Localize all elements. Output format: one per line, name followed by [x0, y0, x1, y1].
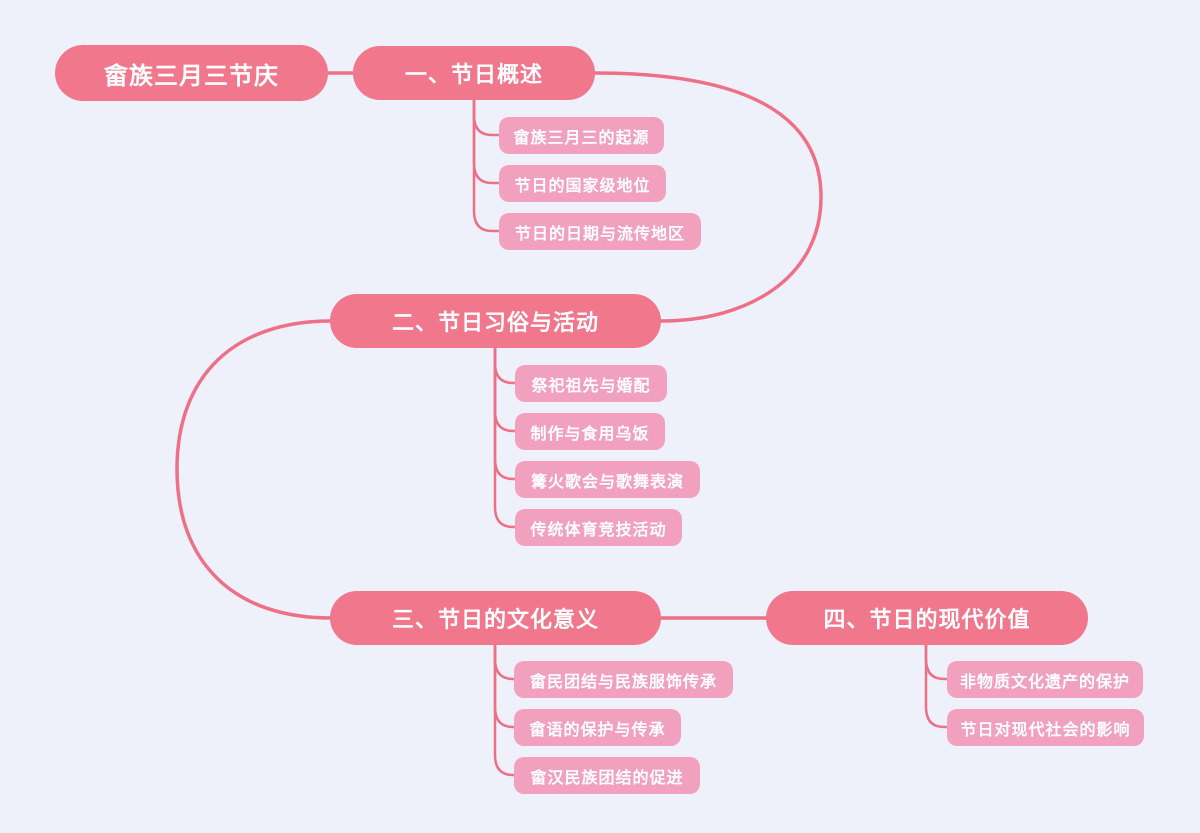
- child-node-2-3[interactable]: 篝火歌会与歌舞表演: [515, 461, 700, 498]
- connector-branch4-child1: [924, 642, 949, 681]
- branch-node-4[interactable]: 四、节日的现代价值: [766, 591, 1088, 645]
- connector-branch3-child2: [493, 642, 516, 729]
- connector-branch3-child3: [493, 642, 516, 777]
- child-node-2-2[interactable]: 制作与食用乌饭: [515, 413, 665, 450]
- branch-node-3[interactable]: 三、节日的文化意义: [330, 591, 661, 645]
- child-node-3-1[interactable]: 畲民团结与民族服饰传承: [514, 661, 733, 698]
- child-node-1-2[interactable]: 节日的国家级地位: [499, 165, 666, 202]
- child-node-1-3[interactable]: 节日的日期与流传地区: [499, 213, 701, 250]
- child-node-4-1[interactable]: 非物质文化遗产的保护: [947, 661, 1143, 698]
- child-node-2-1[interactable]: 祭祀祖先与婚配: [515, 365, 667, 402]
- connector-branch2-child3: [493, 345, 517, 481]
- child-node-3-3[interactable]: 畲汉民族团结的促进: [514, 757, 700, 794]
- connector-branch2-branch3: [175, 319, 333, 620]
- child-node-3-2[interactable]: 畲语的保护与传承: [514, 709, 681, 746]
- root-node[interactable]: 畲族三月三节庆: [55, 45, 328, 101]
- connector-branch4-child2: [924, 642, 949, 729]
- child-node-1-1[interactable]: 畲族三月三的起源: [499, 117, 664, 154]
- connector-branch1-child3: [472, 97, 501, 233]
- child-node-2-4[interactable]: 传统体育竞技活动: [515, 509, 682, 546]
- connector-branch3-child1: [493, 642, 516, 681]
- connector-branch2-child1: [493, 345, 517, 385]
- connector-branch1-child1: [472, 97, 501, 137]
- connector-branch2-child4: [493, 345, 517, 529]
- connector-branch1-child2: [472, 97, 501, 185]
- branch-node-1[interactable]: 一、节日概述: [353, 46, 595, 100]
- connector-branch2-child2: [493, 345, 517, 433]
- branch-node-2[interactable]: 二、节日习俗与活动: [330, 294, 661, 348]
- child-node-4-2[interactable]: 节日对现代社会的影响: [947, 709, 1144, 746]
